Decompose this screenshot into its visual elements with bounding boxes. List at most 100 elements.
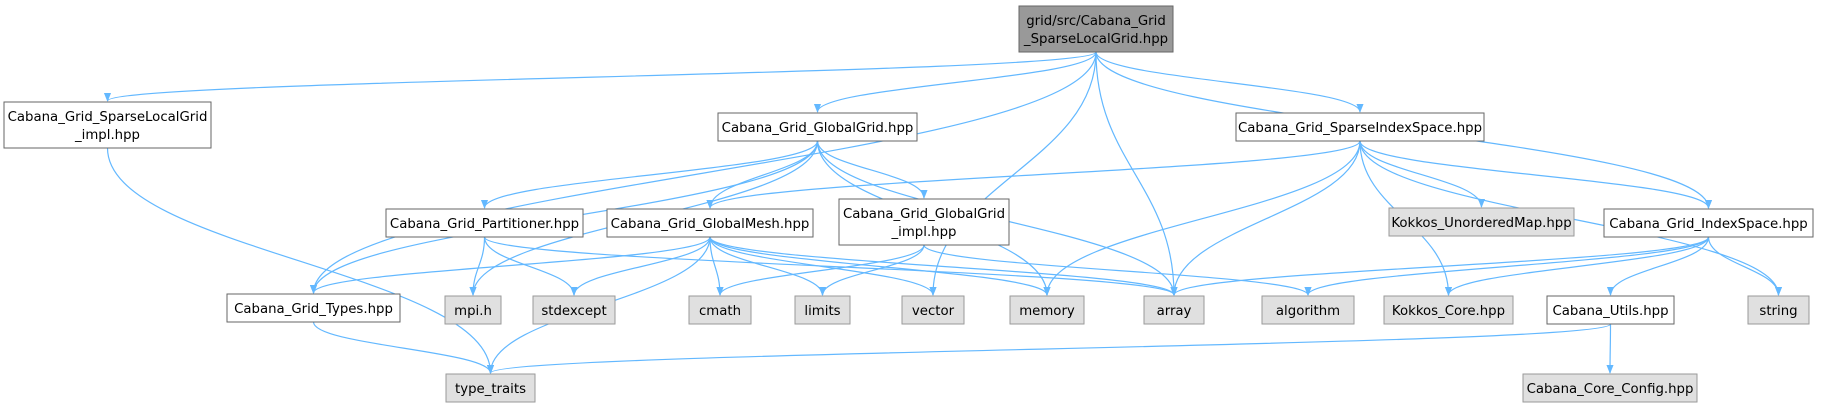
edge-sparseindex-to-array — [1170, 140, 1361, 296]
edge-globalmesh-to-memory — [709, 236, 1051, 296]
node-algorithm-label-0: algorithm — [1276, 304, 1340, 319]
node-globalmesh-label-0: Cabana_Grid_GlobalMesh.hpp — [611, 217, 810, 232]
node-impl[interactable]: Cabana_Grid_SparseLocalGrid _impl.hpp — [3, 101, 212, 149]
node-string-label-0: string — [1759, 304, 1797, 319]
edge-utils-to-typetraits — [487, 323, 1612, 374]
node-kokkoscore: Kokkos_Core.hpp — [1383, 295, 1514, 325]
edge-indexspace-to-algorithm — [1304, 236, 1710, 296]
node-utils[interactable]: Cabana_Utils.hpp — [1546, 295, 1675, 325]
node-globalgrid-label-0: Cabana_Grid_GlobalGrid.hpp — [722, 121, 914, 136]
node-stdexcept-label-0: stdexcept — [541, 304, 606, 319]
node-coreconfig-box — [1522, 373, 1698, 403]
node-partitioner-box — [385, 208, 584, 238]
edge-root-to-types — [309, 51, 1097, 294]
edge-globalmesh-to-array — [709, 236, 1178, 296]
edge-partitioner-to-array — [483, 236, 1178, 296]
node-globalmesh[interactable]: Cabana_Grid_GlobalMesh.hpp — [606, 208, 814, 238]
node-stdexcept-box — [532, 295, 616, 325]
node-root[interactable]: grid/src/Cabana_Grid _SparseLocalGrid.hpp — [1018, 5, 1174, 53]
node-utils-box — [1546, 295, 1675, 325]
node-types-box — [226, 293, 401, 323]
edge-root-to-sparseindex — [1095, 51, 1364, 113]
node-cmath-box — [688, 295, 752, 325]
node-algorithm: algorithm — [1261, 295, 1355, 325]
node-ggimpl[interactable]: Cabana_Grid_GlobalGrid _impl.hpp — [838, 198, 1010, 246]
node-coreconfig-label-0: Cabana_Core_Config.hpp — [1527, 382, 1694, 397]
edge-sparseindex-to-memory — [1043, 140, 1361, 296]
node-unordered: Kokkos_UnorderedMap.hpp — [1388, 207, 1575, 237]
node-globalgrid-box — [717, 112, 918, 142]
edge-root-to-globalgrid — [813, 51, 1097, 113]
node-stdexcept: stdexcept — [532, 295, 616, 325]
edge-ggimpl-to-limits — [818, 244, 925, 296]
node-types[interactable]: Cabana_Grid_Types.hpp — [226, 293, 401, 323]
node-kokkoscore-box — [1383, 295, 1514, 325]
node-array: array — [1143, 295, 1205, 325]
node-partitioner[interactable]: Cabana_Grid_Partitioner.hpp — [385, 208, 584, 238]
node-root-label-0: grid/src/Cabana_Grid — [1026, 14, 1166, 29]
node-unordered-label-0: Kokkos_UnorderedMap.hpp — [1391, 216, 1571, 231]
edge-globalmesh-to-types — [310, 236, 711, 294]
edge-indexspace-to-kokkoscore — [1444, 236, 1710, 296]
node-typetraits-box — [445, 373, 536, 403]
node-string-box — [1747, 295, 1810, 325]
node-array-label-0: array — [1157, 304, 1192, 319]
node-coreconfig: Cabana_Core_Config.hpp — [1522, 373, 1698, 403]
edge-globalmesh-to-vector — [709, 236, 937, 296]
node-typetraits: type_traits — [445, 373, 536, 403]
edge-impl-to-typetraits — [106, 147, 495, 374]
node-globalgrid[interactable]: Cabana_Grid_GlobalGrid.hpp — [717, 112, 918, 142]
edge-indexspace-to-utils — [1606, 236, 1710, 296]
node-unordered-box — [1388, 207, 1575, 237]
edge-indexspace-to-string — [1707, 236, 1783, 296]
node-memory-label-0: memory — [1019, 304, 1075, 319]
edge-sparseindex-to-unordered — [1359, 140, 1486, 208]
edge-sparseindex-to-indexspace — [1359, 140, 1713, 209]
node-limits: limits — [794, 295, 851, 325]
edge-indexspace-to-array — [1170, 236, 1710, 296]
node-mpi-box — [444, 295, 502, 325]
node-impl-box — [3, 101, 212, 149]
edge-ggimpl-to-algorithm — [923, 244, 1312, 296]
node-algorithm-box — [1261, 295, 1355, 325]
node-ggimpl-label-1: _impl.hpp — [891, 225, 957, 240]
edge-partitioner-to-mpi — [469, 236, 486, 296]
edge-utils-to-coreconfig — [1606, 323, 1614, 374]
node-ggimpl-box — [838, 198, 1010, 246]
node-kokkoscore-label-0: Kokkos_Core.hpp — [1392, 304, 1505, 319]
node-impl-label-0: Cabana_Grid_SparseLocalGrid — [8, 110, 208, 125]
node-types-label-0: Cabana_Grid_Types.hpp — [234, 302, 393, 317]
edge-globalgrid-to-partitioner — [480, 140, 819, 209]
edge-globalmesh-to-limits — [709, 236, 827, 296]
node-sparseindex-label-0: Cabana_Grid_SparseIndexSpace.hpp — [1238, 121, 1482, 136]
node-vector-label-0: vector — [912, 304, 955, 319]
node-mpi: mpi.h — [444, 295, 502, 325]
node-sparseindex[interactable]: Cabana_Grid_SparseIndexSpace.hpp — [1235, 112, 1485, 142]
node-limits-label-0: limits — [804, 304, 840, 319]
node-mpi-label-0: mpi.h — [454, 304, 492, 319]
node-vector-box — [901, 295, 965, 325]
edge-globalgrid-to-globalmesh — [706, 140, 819, 209]
edge-root-to-array — [1095, 51, 1178, 296]
node-ggimpl-label-0: Cabana_Grid_GlobalGrid — [843, 207, 1005, 222]
node-typetraits-label-0: type_traits — [455, 382, 526, 397]
node-indexspace-box — [1603, 208, 1814, 238]
edge-sparseindex-to-globalmesh — [706, 140, 1361, 209]
node-memory-box — [1009, 295, 1085, 325]
node-memory: memory — [1009, 295, 1085, 325]
edge-globalmesh-to-stdexcept — [570, 236, 711, 296]
node-cmath: cmath — [688, 295, 752, 325]
node-limits-box — [794, 295, 851, 325]
node-root-label-1: _SparseLocalGrid.hpp — [1023, 32, 1168, 47]
edge-types-to-typetraits — [312, 321, 495, 374]
edge-root-to-vector — [929, 51, 1097, 296]
node-indexspace[interactable]: Cabana_Grid_IndexSpace.hpp — [1603, 208, 1814, 238]
nodes-layer: grid/src/Cabana_Grid _SparseLocalGrid.hpp… — [3, 5, 1814, 403]
edge-ggimpl-to-cmath — [716, 244, 925, 296]
node-vector: vector — [901, 295, 965, 325]
node-impl-label-1: _impl.hpp — [74, 128, 140, 143]
edge-globalgrid-to-ggimpl — [816, 140, 928, 199]
node-utils-label-0: Cabana_Utils.hpp — [1552, 304, 1668, 319]
edge-root-to-impl — [104, 51, 1097, 102]
